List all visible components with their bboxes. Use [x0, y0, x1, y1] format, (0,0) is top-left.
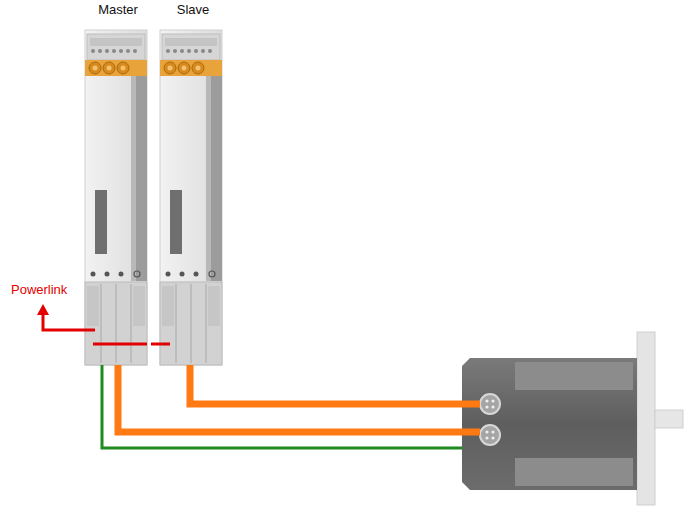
network-label: Powerlink — [10, 282, 68, 298]
drive-module: Master — [85, 2, 151, 365]
motor-body — [462, 358, 637, 490]
drive-module: Slave — [160, 2, 226, 365]
motor-flange — [637, 332, 655, 505]
module-heading: Slave — [160, 2, 226, 18]
motor-shaft — [655, 410, 683, 428]
motor-cable — [118, 365, 480, 432]
network-link — [151, 343, 160, 346]
motor-cable — [190, 365, 480, 404]
network-wire — [43, 314, 95, 330]
arrow-head — [37, 304, 49, 315]
network-wire — [160, 343, 170, 346]
network-wire — [93, 343, 147, 346]
module-heading: Master — [85, 2, 151, 18]
